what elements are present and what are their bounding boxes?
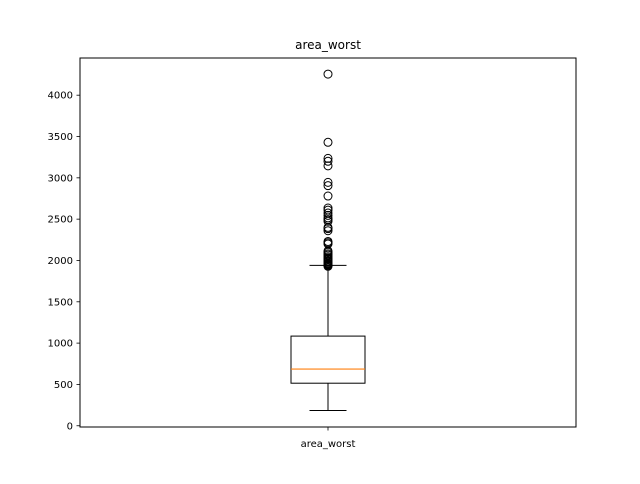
outlier-point [323, 177, 333, 187]
outlier-point [323, 208, 333, 218]
outlier-point [323, 236, 333, 246]
y-axis: 0 500 1000 1500 2000 2500 3000 3500 4000 [48, 91, 80, 432]
outlier-point [323, 210, 333, 220]
y-tick-label: 500 [54, 380, 73, 391]
y-tick-label: 1500 [48, 297, 73, 308]
outlier-point [323, 203, 333, 213]
outlier-point [323, 137, 333, 147]
plot-marks [290, 69, 366, 411]
outlier-point [323, 161, 333, 171]
outlier-point [323, 205, 333, 215]
plot-frame [79, 57, 577, 428]
x-axis: area_worst [301, 427, 356, 450]
box [290, 335, 366, 384]
outlier-point [323, 69, 333, 79]
outlier-point [323, 181, 333, 191]
chart-title: area_worst [295, 38, 361, 52]
y-tick-label: 4000 [48, 91, 73, 102]
y-tick-label: 1000 [48, 339, 73, 350]
y-tick-label: 2500 [48, 215, 73, 226]
y-tick-label: 3000 [48, 173, 73, 184]
y-tick-label: 0 [67, 421, 73, 432]
outlier-point [323, 156, 333, 166]
y-tick-label: 2000 [48, 256, 73, 267]
x-tick-label: area_worst [301, 439, 356, 450]
y-tick-label: 3500 [48, 132, 73, 143]
outlier-point [323, 153, 333, 163]
outlier-point [323, 226, 333, 236]
outlier-point [323, 191, 333, 201]
